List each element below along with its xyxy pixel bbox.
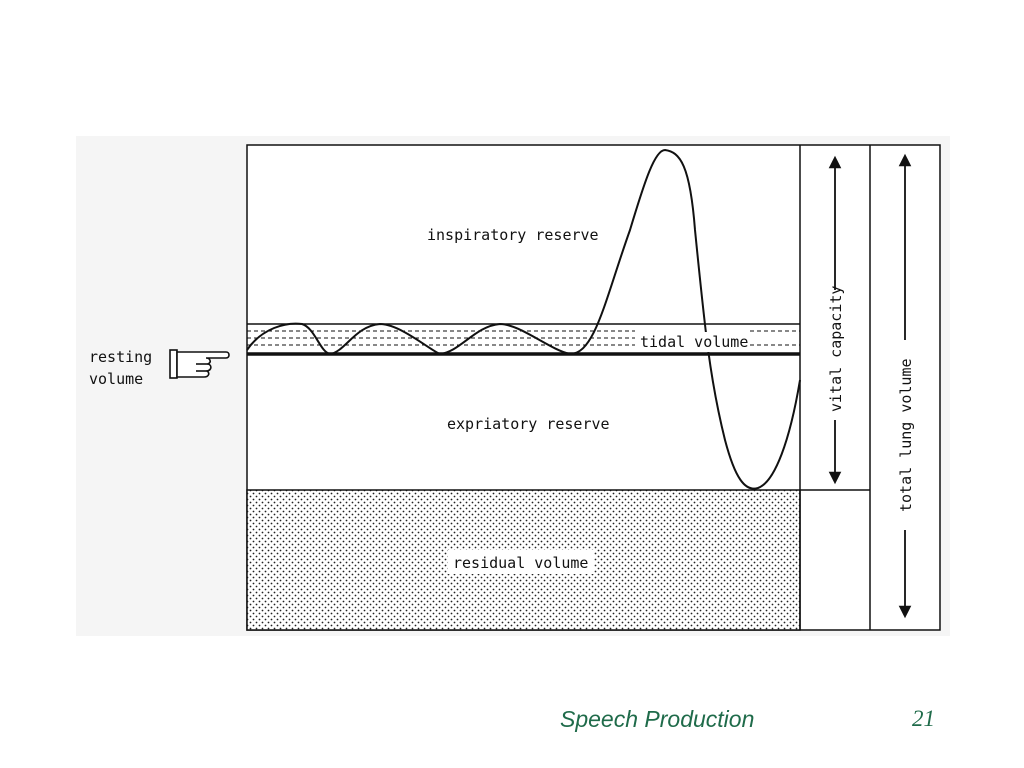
residual-label-bg [448,550,594,574]
expiratory-reserve-label: expriatory reserve [447,415,610,433]
total-lung-volume-label: total lung volume [897,358,915,512]
residual-volume-label: residual volume [453,554,588,572]
breathing-waveform [246,148,801,490]
pointing-hand-icon [169,349,230,379]
resting-volume-line2: volume [89,370,144,388]
resting-volume-label: resting volume [89,346,152,390]
page-number: 21 [912,706,935,731]
vital-capacity-label: vital capacity [827,286,845,412]
tidal-label-bg [637,332,745,352]
resting-volume-line1: resting [89,348,153,366]
footer-title: Speech Production [560,706,755,732]
inspiratory-reserve-label: inspiratory reserve [427,226,599,244]
tidal-volume-label: tidal volume [640,333,748,351]
